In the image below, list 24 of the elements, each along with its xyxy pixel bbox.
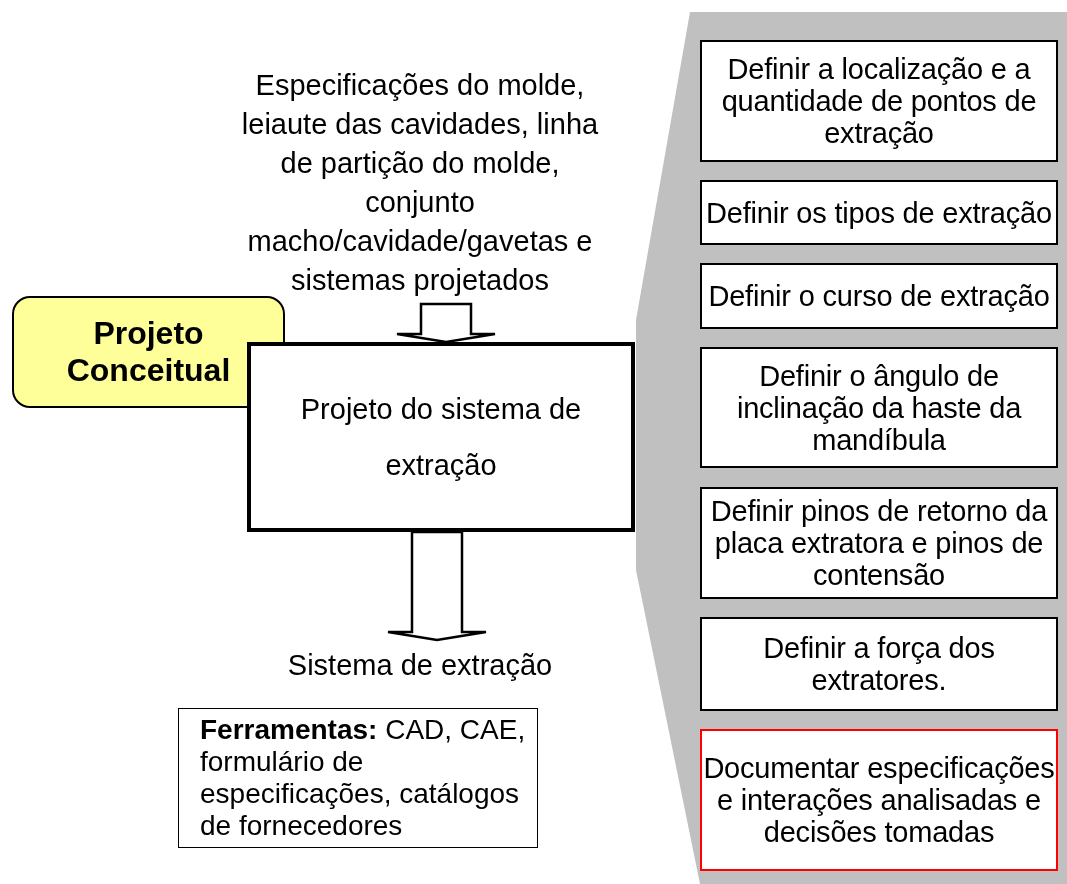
step-box — [700, 263, 1058, 329]
step-box — [700, 487, 1058, 599]
step-label: Projeto do sistema de extração — [299, 392, 583, 483]
phase-box — [12, 296, 285, 408]
block-arrow — [395, 302, 497, 344]
tools-box — [178, 708, 538, 848]
process-box — [247, 342, 635, 532]
step-box — [700, 40, 1058, 162]
step-box — [700, 180, 1058, 245]
tools-note: Ferramentas: CAD, CAE, formulário de especificações, catálogos de fornecedores — [200, 714, 527, 842]
step-box — [700, 347, 1058, 468]
block-arrow — [386, 530, 488, 642]
step-label: Definir o ângulo de inclinação da haste da mandíbula — [735, 359, 1023, 456]
step-label: Documentar especificações e interações analisadas e decisões tomadas — [703, 752, 1055, 848]
phase-title: Projeto Conceitual — [65, 315, 232, 389]
flow-text: Sistema de extração — [287, 648, 553, 683]
step-box — [700, 617, 1058, 711]
step-label: Definir a localização e a quantidade de pontos de extração — [720, 53, 1038, 149]
step-label: Definir o curso de extração — [708, 280, 1050, 312]
step-label: Definir os tipos de extração — [706, 196, 1052, 229]
step-label: Definir pinos de retorno da placa extratora e pinos de contensão — [709, 495, 1049, 591]
step-box — [700, 729, 1058, 871]
flow-text: Especificações do molde, leiaute das cavidades, linha de partição do molde, conjunto macho/cavidade/gavetas e sistemas projetados — [240, 68, 600, 298]
step-label: Definir a força dos extratores. — [762, 632, 996, 696]
